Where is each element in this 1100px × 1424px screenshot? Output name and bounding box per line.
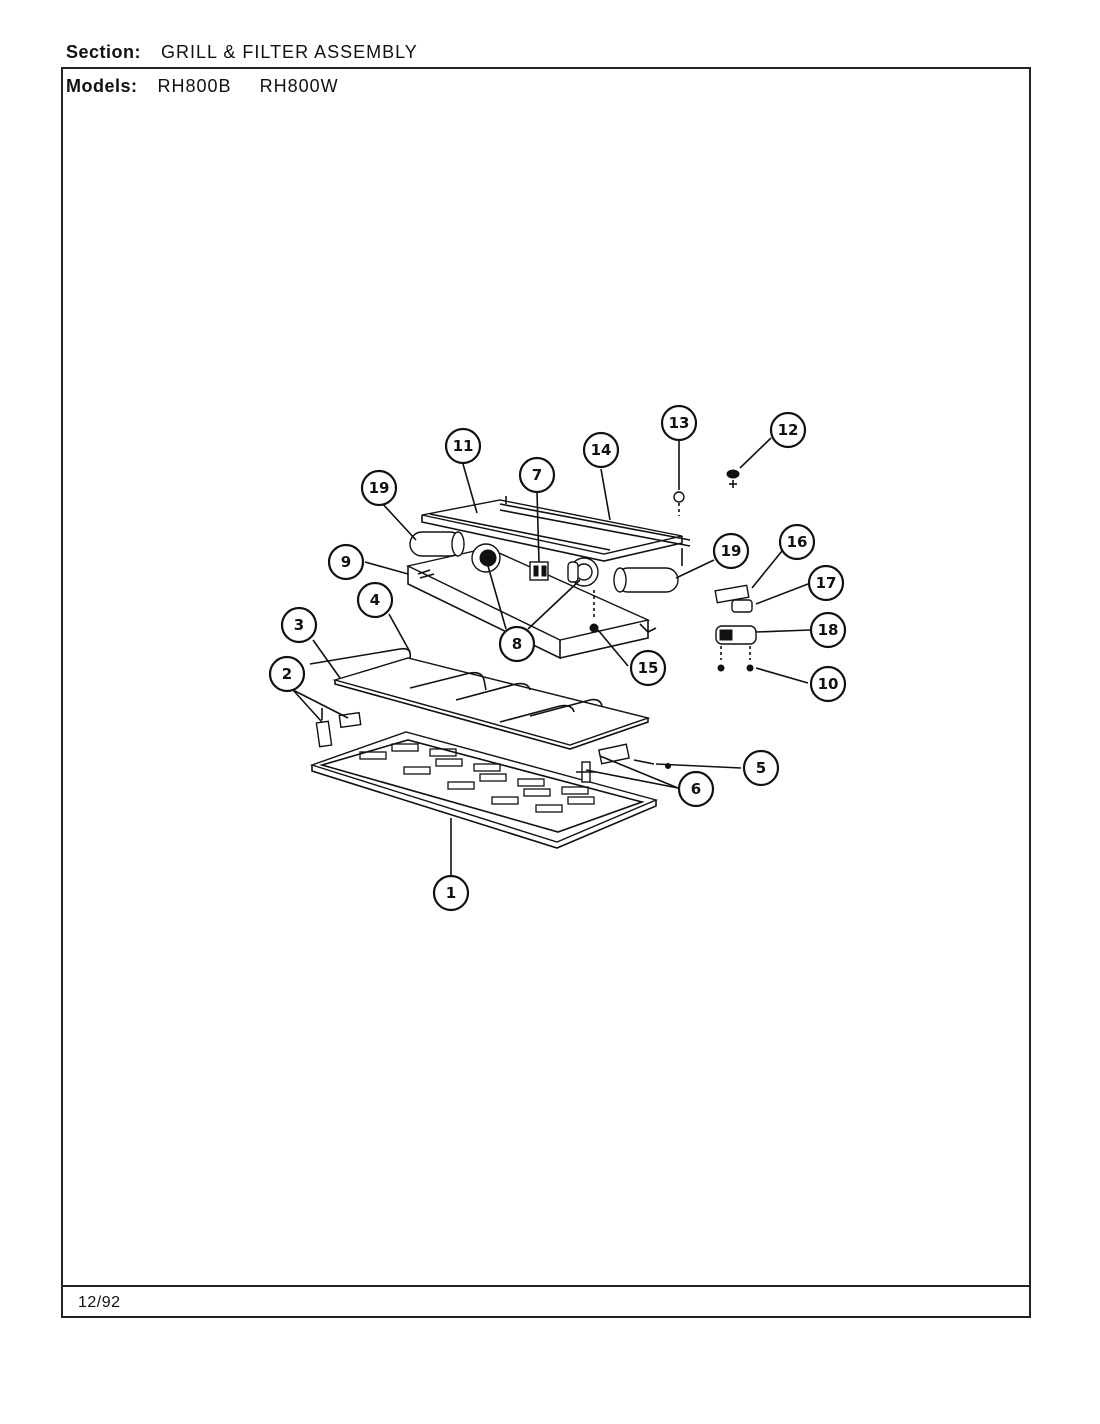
callout-number: 13 xyxy=(669,414,690,432)
screw-part xyxy=(673,469,740,516)
filter-assembly-part xyxy=(309,647,651,750)
section-heading: Section: GRILL & FILTER ASSEMBLY xyxy=(66,42,418,63)
callout-number: 18 xyxy=(818,621,839,639)
footer-divider xyxy=(61,1285,1031,1287)
callout-9: 9 xyxy=(327,543,365,581)
callout-number: 5 xyxy=(756,759,766,777)
callout-number: 4 xyxy=(370,591,380,609)
switch-bracket-part xyxy=(714,584,757,672)
callout-number: 7 xyxy=(532,466,542,484)
callout-number: 10 xyxy=(818,675,839,693)
callout-15: 15 xyxy=(629,649,667,687)
leader-lines xyxy=(292,437,811,875)
callout-number: 9 xyxy=(341,553,351,571)
callout-number: 11 xyxy=(453,437,474,455)
knob-part xyxy=(471,543,599,587)
callout-10: 10 xyxy=(809,665,847,703)
callout-number: 14 xyxy=(591,441,612,459)
callout-6: 6 xyxy=(677,770,715,808)
callout-17: 17 xyxy=(807,564,845,602)
callout-5: 5 xyxy=(742,749,780,787)
callout-number: 16 xyxy=(787,533,808,551)
callout-number: 19 xyxy=(369,479,390,497)
callout-19: 19 xyxy=(360,469,398,507)
callout-number: 8 xyxy=(512,635,522,653)
callout-18: 18 xyxy=(809,611,847,649)
models-label: Models: xyxy=(66,76,138,96)
light-tube-part xyxy=(409,531,679,593)
callout-number: 15 xyxy=(638,659,659,677)
section-title: GRILL & FILTER ASSEMBLY xyxy=(161,42,418,62)
callout-7: 7 xyxy=(518,456,556,494)
models-heading: Models: RH800B RH800W xyxy=(66,76,361,97)
diagram-frame xyxy=(61,67,1031,1318)
callout-16: 16 xyxy=(778,523,816,561)
callout-2: 2 xyxy=(268,655,306,693)
callout-number: 17 xyxy=(816,574,837,592)
callout-number: 6 xyxy=(691,780,701,798)
model-number: RH800W xyxy=(259,76,339,96)
callout-number: 19 xyxy=(721,542,742,560)
section-label: Section: xyxy=(66,42,142,62)
callout-number: 3 xyxy=(294,616,304,634)
latch-part xyxy=(576,743,671,783)
callout-11: 11 xyxy=(444,427,482,465)
rail-part xyxy=(421,496,691,566)
callout-number: 12 xyxy=(778,421,799,439)
callout-13: 13 xyxy=(660,404,698,442)
callout-12: 12 xyxy=(769,411,807,449)
callout-1: 1 xyxy=(432,874,470,912)
screw-part xyxy=(589,590,599,633)
callout-number: 2 xyxy=(282,665,292,683)
date-code: 12/92 xyxy=(78,1294,121,1311)
callout-number: 1 xyxy=(446,884,456,902)
callout-4: 4 xyxy=(356,581,394,619)
model-number: RH800B xyxy=(157,76,232,96)
callout-3: 3 xyxy=(280,606,318,644)
callout-14: 14 xyxy=(582,431,620,469)
grill-tray-part xyxy=(309,731,659,849)
switch-part xyxy=(529,561,549,581)
callout-8: 8 xyxy=(498,625,536,663)
callout-19: 19 xyxy=(712,532,750,570)
